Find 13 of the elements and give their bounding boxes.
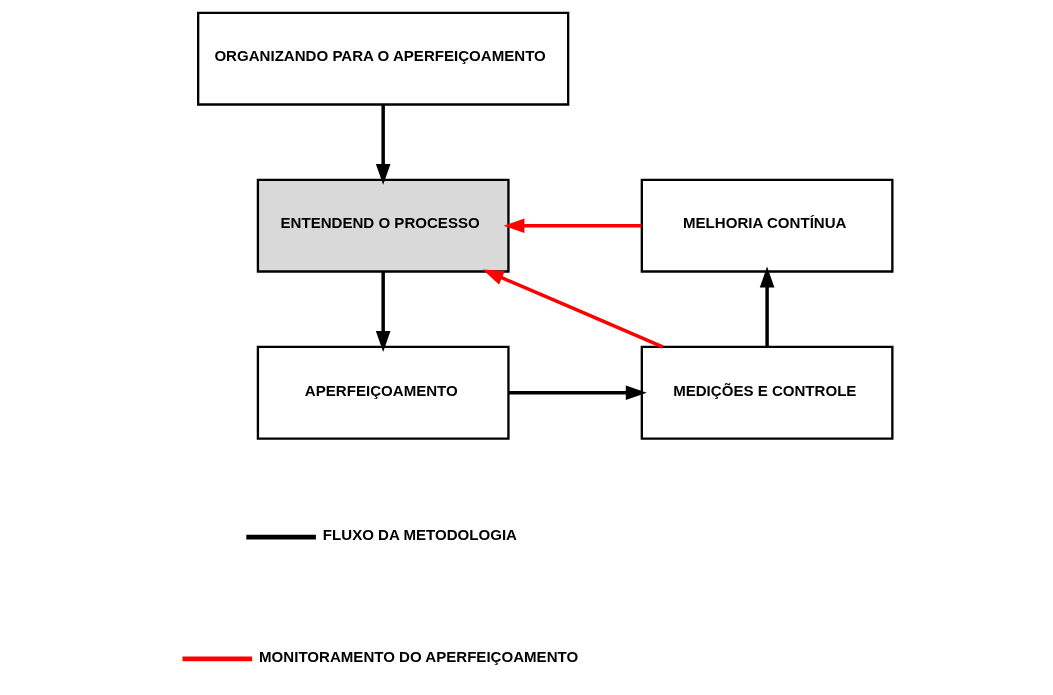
arrow: [482, 269, 663, 349]
node-box: APERFEIÇOAMENTO: [256, 345, 510, 440]
arrow: [508, 385, 647, 401]
node-box: ENTENDEND O PROCESSO: [256, 178, 510, 273]
arrow: [375, 104, 390, 185]
node-box: MEDIÇÕES E CONTROLE: [640, 345, 893, 440]
arrow: [375, 271, 390, 352]
arrow: [759, 266, 774, 347]
legend-label: MONITORAMENTO DO APERFEIÇOAMENTO: [258, 647, 578, 665]
node-box: ORGANIZANDO PARA O APERFEIÇOAMENTO: [196, 11, 569, 106]
arrow: [503, 218, 641, 234]
node-box: MELHORIA CONTÍNUA: [640, 178, 893, 273]
legend-label: FLUXO DA METODOLOGIA: [322, 525, 517, 543]
